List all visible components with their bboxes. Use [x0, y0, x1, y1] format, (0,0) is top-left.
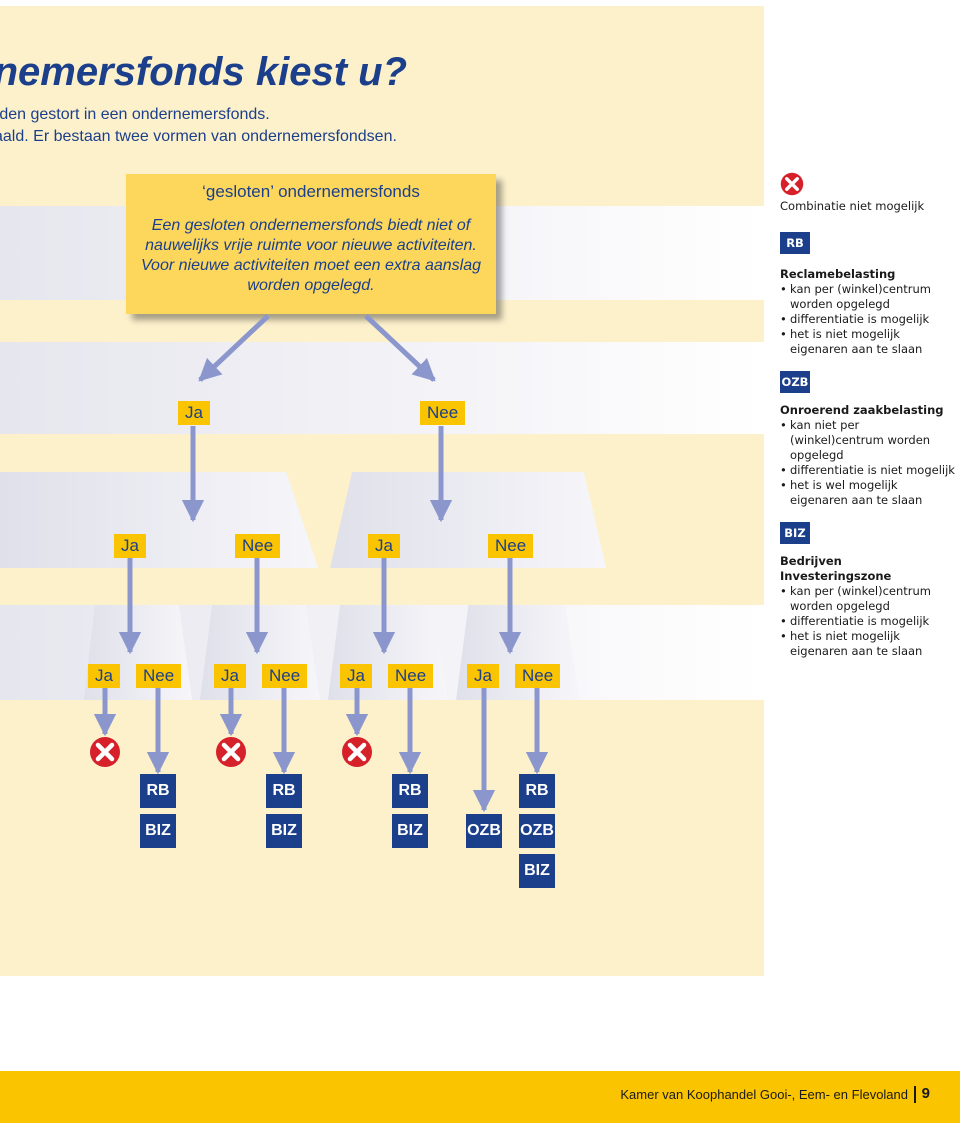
legend-bullets: kan niet per (winkel)centrum worden opge… — [780, 418, 955, 508]
legend-bullet: het is niet mogelijk eigenaren aan te sl… — [780, 327, 955, 357]
legend-code: BIZ — [780, 522, 810, 544]
outcome-code-biz: BIZ — [392, 814, 428, 848]
legend-bullets: kan per (winkel)centrum worden opgelegd … — [780, 584, 955, 659]
legend-bullet: differentiatie is niet mogelijk — [780, 463, 955, 478]
footer-text: Kamer van Koophandel Gooi-, Eem- en Flev… — [620, 1087, 908, 1102]
tree-label-nee: Nee — [420, 401, 466, 425]
intro-line-1: rden gestort in een ondernemersfonds. — [0, 106, 764, 124]
legend: Combinatie niet mogelijk RB Reclamebelas… — [780, 172, 955, 659]
legend-bullet: differentiatie is mogelijk — [780, 614, 955, 629]
legend-title: Bedrijven Investeringszone — [780, 554, 892, 583]
intro-line-2: aald. Er bestaan twee vormen van onderne… — [0, 128, 764, 146]
legend-bullets: kan per (winkel)centrum worden opgelegd … — [780, 282, 955, 357]
page-title: rnemersfonds kiest u? — [0, 50, 764, 95]
footer-separator — [914, 1086, 916, 1103]
legend-item-ozb: OZB Onroerend zaakbelasting kan niet per… — [780, 371, 955, 508]
tree-label-ja: Ja — [88, 664, 120, 688]
page-title-text: rnemersfonds kiest u? — [0, 50, 408, 94]
outcome-code-biz: BIZ — [140, 814, 176, 848]
callout-box: ‘gesloten’ ondernemersfonds Een gesloten… — [126, 174, 496, 314]
outcome-code-ozb: OZB — [519, 814, 555, 848]
outcome-code-ozb: OZB — [466, 814, 502, 848]
callout-title: ‘gesloten’ ondernemersfonds — [202, 182, 420, 201]
outcome-code-rb: RB — [519, 774, 555, 808]
footer-bar: Kamer van Koophandel Gooi-, Eem- en Flev… — [0, 1071, 960, 1123]
legend-title: Reclamebelasting — [780, 267, 896, 281]
x-circle-icon — [216, 737, 246, 767]
outcome-code-rb: RB — [266, 774, 302, 808]
tree-label-ja: Ja — [114, 534, 146, 558]
callout-body: Een gesloten ondernemersfonds biedt niet… — [140, 217, 482, 294]
arrow — [364, 314, 436, 382]
tree-label-nee: Nee — [388, 664, 434, 688]
legend-bullet: kan niet per (winkel)centrum worden opge… — [780, 418, 955, 463]
tree-label-nee: Nee — [488, 534, 534, 558]
outcome-code-rb: RB — [392, 774, 428, 808]
page-number: 9 — [921, 1085, 930, 1102]
tree-label-ja: Ja — [214, 664, 246, 688]
tree-label-ja: Ja — [178, 401, 210, 425]
outcome-code-rb: RB — [140, 774, 176, 808]
intro-line-2-text: aald. Er bestaan twee vormen van onderne… — [0, 128, 397, 145]
legend-bullet: het is wel mogelijk eigenaren aan te sla… — [780, 478, 955, 508]
tree-label-ja: Ja — [368, 534, 400, 558]
legend-code: OZB — [780, 371, 810, 393]
legend-item-rb: RB Reclamebelasting kan per (winkel)cent… — [780, 232, 955, 357]
tree-label-nee: Nee — [235, 534, 281, 558]
legend-bullet: differentiatie is mogelijk — [780, 312, 955, 327]
outcome-code-biz: BIZ — [266, 814, 302, 848]
tree-label-nee: Nee — [136, 664, 182, 688]
legend-bullet: het is niet mogelijk eigenaren aan te sl… — [780, 629, 955, 659]
legend-title: Onroerend zaakbelasting — [780, 403, 944, 417]
legend-item-biz: BIZ Bedrijven Investeringszone kan per (… — [780, 522, 955, 659]
legend-not-possible: Combinatie niet mogelijk — [780, 199, 925, 213]
tree-label-nee: Nee — [262, 664, 308, 688]
tree-label-nee: Nee — [515, 664, 561, 688]
x-circle-icon — [342, 737, 372, 767]
legend-code: RB — [780, 232, 810, 254]
arrow — [198, 314, 270, 382]
outcome-code-biz: BIZ — [519, 854, 555, 888]
x-circle-icon — [90, 737, 120, 767]
legend-bullet: kan per (winkel)centrum worden opgelegd — [780, 282, 955, 312]
tree-label-ja: Ja — [467, 664, 499, 688]
x-circle-icon — [780, 172, 804, 196]
band-2 — [0, 342, 764, 434]
tree-label-ja: Ja — [340, 664, 372, 688]
legend-bullet: kan per (winkel)centrum worden opgelegd — [780, 584, 955, 614]
intro-line-1-text: rden gestort in een ondernemersfonds. — [0, 106, 270, 123]
